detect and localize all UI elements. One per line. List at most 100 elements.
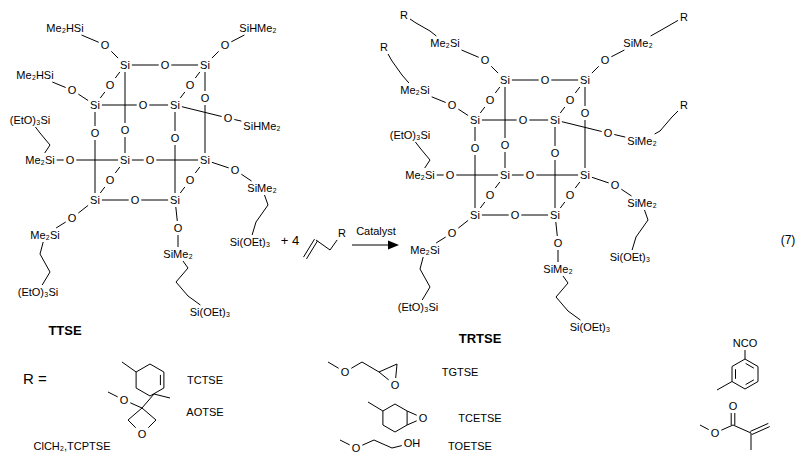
bond xyxy=(575,182,580,188)
bond xyxy=(195,167,200,173)
bond xyxy=(340,440,350,445)
bond xyxy=(575,87,580,93)
bond xyxy=(717,382,732,391)
bond xyxy=(128,408,142,420)
compound-name: TRTSE xyxy=(459,332,502,345)
atom-label: Si xyxy=(170,195,180,206)
bond xyxy=(407,411,417,415)
bond xyxy=(40,242,43,254)
bond xyxy=(732,382,745,390)
bond xyxy=(95,112,96,126)
atom-label: Si xyxy=(470,115,480,126)
bond xyxy=(57,160,64,161)
bond xyxy=(437,175,444,176)
bond xyxy=(379,372,389,380)
atom-label: Si xyxy=(500,170,510,181)
bond xyxy=(660,117,672,131)
atom-label: NCO xyxy=(733,338,757,349)
atom-label: O xyxy=(419,413,428,424)
atom-label: R xyxy=(680,12,688,23)
bond xyxy=(462,50,479,57)
compound-name: TTSE xyxy=(48,324,81,337)
atom-label: O xyxy=(526,170,535,181)
atom-label: O xyxy=(186,175,195,186)
bond xyxy=(35,127,40,133)
bond xyxy=(212,51,219,58)
bond xyxy=(56,222,66,228)
atom-label: (EtO)₃Si xyxy=(398,302,439,313)
bond xyxy=(175,145,176,193)
atom-label: O xyxy=(91,128,100,139)
bond xyxy=(645,210,649,220)
atom-label: O xyxy=(146,155,155,166)
bond xyxy=(132,160,144,161)
atom-label: O xyxy=(106,175,115,186)
atom-label: O xyxy=(581,108,590,119)
bond xyxy=(241,174,251,181)
bond xyxy=(480,202,485,208)
atom-label: R xyxy=(380,42,388,53)
atom-label: O xyxy=(120,395,129,406)
bond xyxy=(176,207,178,221)
bond xyxy=(632,237,636,250)
bond xyxy=(142,408,156,420)
bond xyxy=(130,403,142,408)
atom-label: O xyxy=(224,113,233,124)
bond xyxy=(231,35,244,42)
bond xyxy=(614,135,625,138)
atom-label: O xyxy=(101,40,110,51)
atom-label: O xyxy=(511,210,520,221)
bond xyxy=(180,187,185,193)
atom-label: SiMe₂ xyxy=(627,198,656,209)
compound-code: ClCH₂,TCPTSE xyxy=(34,441,111,452)
atom-label: O xyxy=(221,40,230,51)
bond xyxy=(475,155,476,208)
bond xyxy=(416,23,430,31)
bond xyxy=(733,425,751,433)
bond xyxy=(40,254,50,272)
bond xyxy=(560,107,565,113)
atom-label: Me₂HSi xyxy=(46,23,83,34)
bond xyxy=(480,107,485,113)
atom-label: O xyxy=(66,155,75,166)
bond xyxy=(512,80,539,81)
bond xyxy=(100,187,105,193)
bond xyxy=(521,215,548,216)
atom-label: O xyxy=(611,180,620,191)
bond xyxy=(656,25,670,33)
bond xyxy=(651,33,656,36)
bond xyxy=(425,160,430,168)
bond xyxy=(555,160,556,208)
atom-label: Me₂HSi xyxy=(16,70,53,81)
atom-label: Si xyxy=(90,100,100,111)
bond xyxy=(592,66,599,73)
bond xyxy=(734,413,735,425)
atom-label: Me₂Si xyxy=(410,245,439,256)
bond xyxy=(362,440,374,445)
bond xyxy=(585,87,586,106)
bond xyxy=(128,420,136,428)
bond xyxy=(746,380,754,385)
atom-label: SiHMe₂ xyxy=(243,121,280,132)
atom-label: O xyxy=(519,115,528,126)
bond xyxy=(505,87,506,138)
atom-label: (EtO)₃Si xyxy=(390,130,431,141)
bond xyxy=(156,160,198,161)
atom-label: O xyxy=(471,143,480,154)
bond xyxy=(182,107,222,117)
atom-label: O xyxy=(139,100,148,111)
bond xyxy=(108,392,118,397)
atom-label: Si xyxy=(580,170,590,181)
atom-label: Me₂Si xyxy=(400,85,429,96)
atom-label: R xyxy=(338,228,346,239)
atom-label: O xyxy=(601,55,610,66)
atom-label: Si xyxy=(550,210,560,221)
atom-label: O xyxy=(566,190,575,201)
bond xyxy=(115,167,120,173)
atom-label: Si xyxy=(200,60,210,71)
bond xyxy=(563,276,568,283)
bond xyxy=(176,282,188,296)
bond xyxy=(149,105,168,106)
compound-code: AOTSE xyxy=(186,407,223,418)
